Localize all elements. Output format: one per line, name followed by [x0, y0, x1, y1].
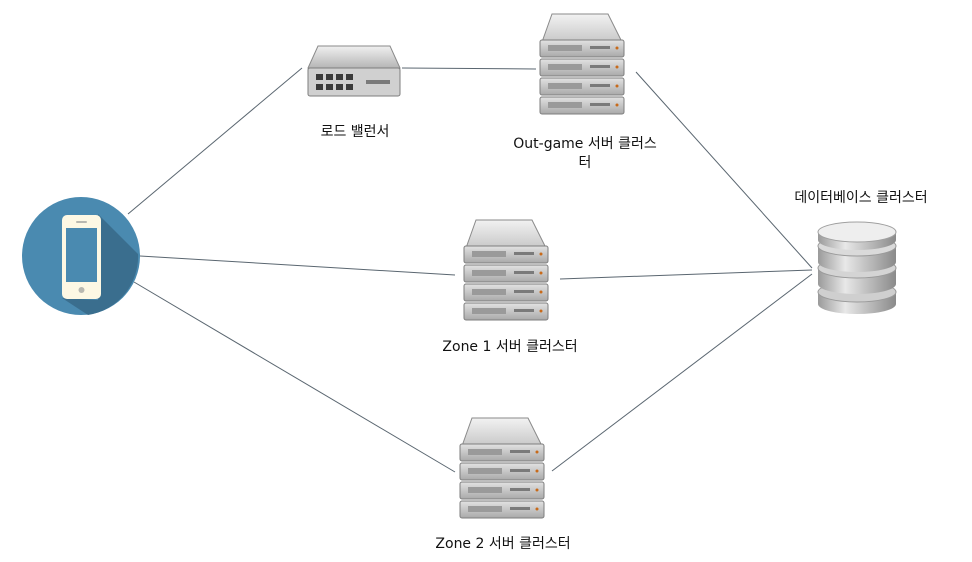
out-game-cluster-label-line2: 터: [578, 155, 592, 171]
server-rack-icon-zone2: [459, 417, 545, 519]
connector-outgame-database: [635, 71, 813, 269]
network-switch-icon: [307, 45, 401, 97]
server-rack-icon-outgame: [539, 13, 625, 115]
out-game-cluster-label-line1: Out-game 서버 클러스: [513, 136, 657, 152]
connector-zone1-database: [559, 269, 813, 280]
connector-client-zone2: [133, 281, 456, 473]
database-icon: [817, 221, 897, 314]
zone1-cluster-label: Zone 1 서버 클러스터: [442, 339, 578, 355]
connectors: [127, 67, 813, 473]
connector-client-zone1: [139, 255, 456, 276]
load-balancer-label: 로드 밸런서: [320, 124, 390, 140]
database-cluster-label: 데이터베이스 클러스터: [794, 190, 928, 206]
connector-loadbalancer-outgame: [401, 67, 537, 70]
zone2-cluster-label: Zone 2 서버 클러스터: [435, 536, 571, 552]
out-game-cluster-label: Out-game 서버 클러스 터: [490, 135, 680, 173]
connector-client-loadbalancer: [127, 67, 303, 215]
smartphone-icon: [22, 197, 140, 315]
connector-zone2-database: [551, 273, 813, 472]
server-rack-icon-zone1: [463, 219, 549, 321]
